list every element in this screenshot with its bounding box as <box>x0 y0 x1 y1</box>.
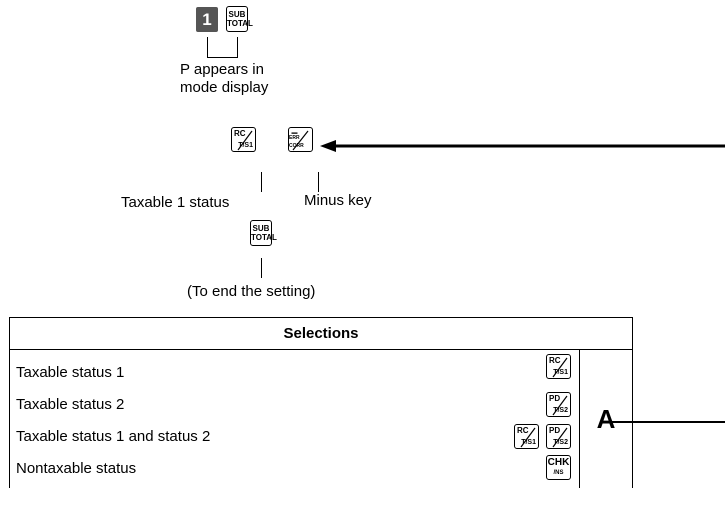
key-top-label: RC <box>549 356 561 365</box>
key-bottom-label: T/S2 <box>553 407 568 414</box>
minus-key-top-label: − <box>291 126 299 140</box>
selection-row-keys: CHK /NS <box>519 452 580 488</box>
selections-table: Selections Taxable status 1 RC T/S1 A Ta… <box>9 317 633 488</box>
arrow-left-icon <box>320 140 725 152</box>
diagonal-divider-icon <box>237 130 253 151</box>
minus-key-line <box>318 172 319 192</box>
rc-ts1-key: RC T/S1 <box>546 354 571 379</box>
subtotal-key-top-label: SUB <box>228 10 246 19</box>
key-bottom-label: T/S1 <box>521 439 536 446</box>
subtotal-key-end: SUB TOTAL <box>250 220 277 246</box>
selection-row-keys: PD T/S2 <box>519 388 580 420</box>
subtotal-key-bottom-label: TOTAL <box>227 19 253 28</box>
mode-note-line-1: P appears in <box>180 61 264 78</box>
key-top-label: RC <box>517 426 529 435</box>
subtotal-key-end-top-label: SUB <box>252 224 270 233</box>
selection-row-label: Nontaxable status <box>9 452 519 488</box>
diagonal-divider-icon <box>552 395 568 416</box>
key-bottom-label: /NS <box>553 470 564 476</box>
diagonal-divider-icon <box>552 427 568 448</box>
key-top-label: CHK <box>547 457 570 468</box>
subtotal-key-end-bottom-label: TOTAL <box>251 233 277 242</box>
selection-row-keys: RC T/S1 PD T/S2 <box>514 420 580 452</box>
minus-key-bottom-label: ERR CORR <box>289 135 304 149</box>
rc-ts1-key: RC T/S1 <box>231 127 256 152</box>
key-top-label: PD <box>549 426 561 435</box>
pd-ts2-key: PD T/S2 <box>546 392 571 417</box>
bracket-left-line <box>207 37 208 57</box>
bracket-right-line <box>237 37 238 57</box>
selection-row-label: Taxable status 2 <box>9 388 519 420</box>
mode-note-line-2: mode display <box>180 79 269 96</box>
chk-ns-key: CHK /NS <box>546 455 571 480</box>
diagonal-divider-icon <box>292 130 309 151</box>
pd-ts2-key: PD T/S2 <box>546 424 571 449</box>
selection-row-keys: RC T/S1 <box>519 349 580 388</box>
end-line <box>261 258 262 278</box>
minus-key-label: Minus key <box>304 192 372 209</box>
selection-row-label: Taxable status 1 and status 2 <box>9 420 519 452</box>
minus-err-corr-key: − ERR CORR <box>288 127 313 152</box>
selections-header: Selections <box>9 317 633 350</box>
end-setting-label: (To end the setting) <box>187 283 316 300</box>
rc-ts1-key: RC T/S1 <box>514 424 539 449</box>
marker-a-connector-line <box>610 421 725 423</box>
key-bottom-label: T/S1 <box>553 369 568 376</box>
taxable-status-line <box>261 172 262 192</box>
section-marker-a: A <box>579 349 633 488</box>
diagonal-divider-icon <box>520 427 536 448</box>
key-bottom-label: T/S2 <box>553 439 568 446</box>
bracket-bottom-line <box>207 57 238 58</box>
key-top-label: PD <box>549 394 561 403</box>
rc-key-top-label: RC <box>234 129 246 138</box>
taxable-status-label: Taxable 1 status <box>121 194 230 211</box>
subtotal-key: SUB TOTAL <box>226 6 253 32</box>
number-key-1: 1 <box>196 7 218 32</box>
diagonal-divider-icon <box>552 357 568 378</box>
selection-row-label: Taxable status 1 <box>9 349 519 388</box>
rc-key-bottom-label: T/S1 <box>238 142 253 149</box>
